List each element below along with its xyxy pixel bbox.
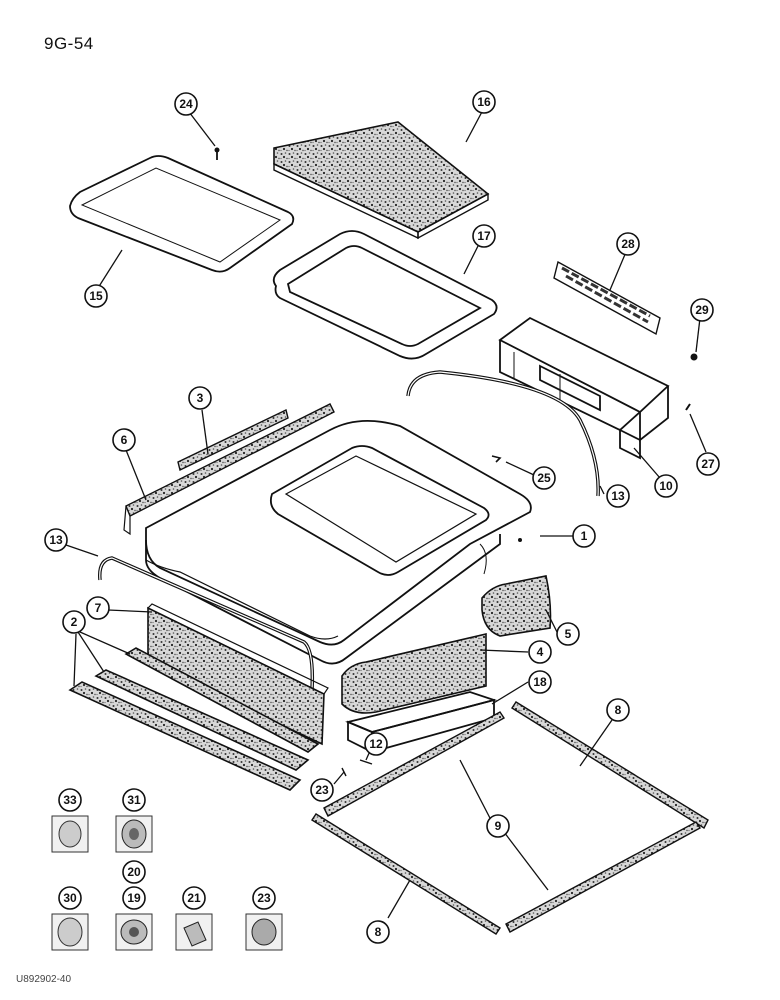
callout-16: 16 <box>472 90 496 114</box>
svg-text:15: 15 <box>89 289 103 303</box>
callout-7: 7 <box>86 596 110 620</box>
callout-13-rear: 13 <box>606 484 630 508</box>
svg-text:10: 10 <box>659 479 673 493</box>
svg-text:4: 4 <box>537 645 544 659</box>
part-thumbnail-21 <box>175 913 213 951</box>
part-thumbnail-31 <box>115 815 153 853</box>
svg-text:31: 31 <box>127 793 141 807</box>
felt-strip-2c <box>68 681 302 791</box>
felt-strip-2a <box>124 647 320 753</box>
svg-text:1: 1 <box>581 529 588 543</box>
callout-12: 12 <box>364 732 388 756</box>
svg-text:17: 17 <box>477 229 491 243</box>
part-thumbnail-33 <box>51 815 89 853</box>
svg-text:30: 30 <box>63 891 77 905</box>
svg-text:12: 12 <box>369 737 383 751</box>
clip-25 <box>491 455 502 463</box>
part-thumbnail-23 <box>245 913 283 951</box>
callout-27: 27 <box>696 452 720 476</box>
svg-text:3: 3 <box>197 391 204 405</box>
svg-text:20: 20 <box>127 865 141 879</box>
headliner-panel <box>69 155 295 273</box>
callout-2: 2 <box>62 610 86 634</box>
svg-text:8: 8 <box>615 703 622 717</box>
trim-rear <box>406 370 600 497</box>
window-seal <box>272 230 498 360</box>
svg-text:23: 23 <box>257 891 271 905</box>
callout-3: 3 <box>188 386 212 410</box>
callout-20: 20 <box>122 860 146 884</box>
svg-text:18: 18 <box>533 675 547 689</box>
svg-text:2: 2 <box>71 615 78 629</box>
callout-18: 18 <box>528 670 552 694</box>
screw-24 <box>214 147 220 160</box>
svg-text:6: 6 <box>121 433 128 447</box>
svg-text:29: 29 <box>695 303 709 317</box>
callout-9: 9 <box>486 814 510 838</box>
callout-30: 30 <box>58 886 82 910</box>
callout-13-front: 13 <box>44 528 68 552</box>
callout-21: 21 <box>182 886 206 910</box>
felt-panel-4 <box>341 632 487 714</box>
callout-31: 31 <box>122 788 146 812</box>
callout-25: 25 <box>532 466 556 490</box>
svg-text:27: 27 <box>701 457 715 471</box>
felt-strip-2b <box>94 669 310 771</box>
callout-19: 19 <box>122 886 146 910</box>
callout-28: 28 <box>616 232 640 256</box>
strip-6 <box>125 403 335 517</box>
svg-text:13: 13 <box>49 533 63 547</box>
roof-shell <box>145 419 532 665</box>
svg-text:21: 21 <box>187 891 201 905</box>
screw-12 <box>359 759 373 765</box>
decal <box>553 260 661 336</box>
svg-text:25: 25 <box>537 471 551 485</box>
svg-text:23: 23 <box>315 783 329 797</box>
leader-lines <box>65 107 707 919</box>
callout-10: 10 <box>654 474 678 498</box>
frame-strip-8b <box>311 813 501 935</box>
callout-8-left: 8 <box>366 920 390 944</box>
felt-panel-5 <box>481 575 552 637</box>
clip-27 <box>685 403 691 411</box>
svg-text:5: 5 <box>565 627 572 641</box>
callout-6: 6 <box>112 428 136 452</box>
callout-17: 17 <box>472 224 496 248</box>
roof-mat <box>273 121 490 233</box>
frame-strip-8a <box>511 701 709 830</box>
strip-3 <box>177 408 289 472</box>
frame-strip-9a <box>323 711 506 817</box>
frame-strip-9b <box>505 821 702 933</box>
svg-text:33: 33 <box>63 793 77 807</box>
svg-text:16: 16 <box>477 95 491 109</box>
part-thumbnail-19 <box>115 913 153 951</box>
svg-text:7: 7 <box>95 601 102 615</box>
callout-4: 4 <box>528 640 552 664</box>
callout-8-right: 8 <box>606 698 630 722</box>
callout-23-thumb: 23 <box>252 886 276 910</box>
svg-text:24: 24 <box>179 97 193 111</box>
svg-text:28: 28 <box>621 237 635 251</box>
page-code: 9G-54 <box>44 34 94 53</box>
nut-29 <box>690 353 698 361</box>
svg-text:19: 19 <box>127 891 141 905</box>
callout-1: 1 <box>572 524 596 548</box>
callout-24: 24 <box>174 92 198 116</box>
callout-23-lower: 23 <box>310 778 334 802</box>
figure-code: U892902-40 <box>16 974 72 985</box>
callout-5: 5 <box>556 622 580 646</box>
svg-text:8: 8 <box>375 925 382 939</box>
part-thumbnail-30 <box>51 913 89 951</box>
svg-text:9: 9 <box>495 819 502 833</box>
callout-33: 33 <box>58 788 82 812</box>
svg-text:13: 13 <box>611 489 625 503</box>
callout-29: 29 <box>690 298 714 322</box>
callout-15: 15 <box>84 284 108 308</box>
